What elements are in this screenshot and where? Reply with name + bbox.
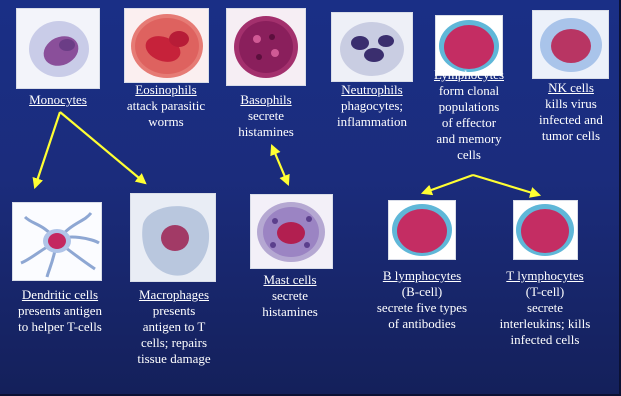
- basophil-image: [227, 9, 305, 85]
- macrophages-desc-line: presents: [122, 303, 226, 319]
- macrophages-desc-line: antigen to T: [122, 319, 226, 335]
- t-lymphocytes-desc-line: (T-cell): [484, 284, 606, 300]
- mast-cells-label: Mast cells secrete histamines: [238, 272, 342, 320]
- monocyte-image: [17, 9, 99, 88]
- monocytes-label: Monocytes: [20, 92, 96, 108]
- mast-cells-desc-line: secrete: [238, 288, 342, 304]
- neutrophils-name: Neutrophils: [322, 82, 422, 98]
- dendritic-cells-label: Dendritic cells presents antigen to help…: [4, 287, 116, 335]
- eosinophils-name: Eosinophils: [110, 82, 222, 98]
- lymphocytes-desc-line: populations: [417, 99, 521, 115]
- neutrophils-label: Neutrophils phagocytes; inflammation: [322, 82, 422, 130]
- basophils-name: Basophils: [226, 92, 306, 108]
- arrow-monocyte-to-dendritic: [35, 112, 60, 187]
- nk-cell-image: [533, 11, 608, 78]
- lymphocytes-name: Lymphocytes: [417, 67, 521, 83]
- eosinophils-desc-line: worms: [110, 114, 222, 130]
- t-lymphocytes-label: T lymphocytes (T-cell) secrete interleuk…: [484, 268, 606, 348]
- arrow-lymphocyte-to-b-cell: [423, 175, 473, 193]
- neutrophils-desc-line: phagocytes;: [322, 98, 422, 114]
- macrophages-desc-line: cells; repairs: [122, 335, 226, 351]
- dendritic-cells-desc-line: to helper T-cells: [4, 319, 116, 335]
- monocytes-name: Monocytes: [20, 92, 96, 108]
- b-lymphocytes-label: B lymphocytes (B-cell) secrete five type…: [356, 268, 488, 332]
- macrophages-label: Macrophages presents antigen to T cells;…: [122, 287, 226, 367]
- basophils-label: Basophils secrete histamines: [226, 92, 306, 140]
- arrow-lymphocyte-to-t-cell: [473, 175, 539, 195]
- nk-cells-desc-line: kills virus: [523, 96, 619, 112]
- t-lymphocytes-name: T lymphocytes: [484, 268, 606, 284]
- t-lymphocytes-desc-line: interleukins; kills: [484, 316, 606, 332]
- eosinophils-desc-line: attack parasitic: [110, 98, 222, 114]
- t-lymphocytes-desc-line: secrete: [484, 300, 606, 316]
- mast-cell-image: [251, 195, 332, 268]
- arrow-basophil-mast-double: [272, 146, 288, 184]
- neutrophil-image: [332, 13, 412, 81]
- nk-cells-label: NK cells kills virus infected and tumor …: [523, 80, 619, 144]
- eosinophils-label: Eosinophils attack parasitic worms: [110, 82, 222, 130]
- b-lymphocyte-image: [389, 201, 455, 259]
- macrophage-image: [131, 194, 215, 281]
- eosinophil-image: [125, 9, 208, 82]
- lymphocytes-desc-line: form clonal: [417, 83, 521, 99]
- macrophages-name: Macrophages: [122, 287, 226, 303]
- macrophages-desc-line: tissue damage: [122, 351, 226, 367]
- lymphocytes-desc-line: cells: [417, 147, 521, 163]
- neutrophils-desc-line: inflammation: [322, 114, 422, 130]
- basophils-desc-line: secrete: [226, 108, 306, 124]
- b-lymphocytes-desc-line: of antibodies: [356, 316, 488, 332]
- lymphocytes-label: Lymphocytes form clonal populations of e…: [417, 67, 521, 163]
- mast-cells-desc-line: histamines: [238, 304, 342, 320]
- dendritic-cell-image: [13, 203, 101, 280]
- t-lymphocyte-image: [514, 201, 577, 259]
- basophils-desc-line: histamines: [226, 124, 306, 140]
- dendritic-cells-desc-line: presents antigen: [4, 303, 116, 319]
- nk-cells-desc-line: tumor cells: [523, 128, 619, 144]
- nk-cells-desc-line: infected and: [523, 112, 619, 128]
- dendritic-cells-name: Dendritic cells: [4, 287, 116, 303]
- b-lymphocytes-name: B lymphocytes: [356, 268, 488, 284]
- b-lymphocytes-desc-line: secrete five types: [356, 300, 488, 316]
- nk-cells-name: NK cells: [523, 80, 619, 96]
- lymphocytes-desc-line: and memory: [417, 131, 521, 147]
- t-lymphocytes-desc-line: infected cells: [484, 332, 606, 348]
- lymphocytes-desc-line: of effector: [417, 115, 521, 131]
- b-lymphocytes-desc-line: (B-cell): [356, 284, 488, 300]
- mast-cells-name: Mast cells: [238, 272, 342, 288]
